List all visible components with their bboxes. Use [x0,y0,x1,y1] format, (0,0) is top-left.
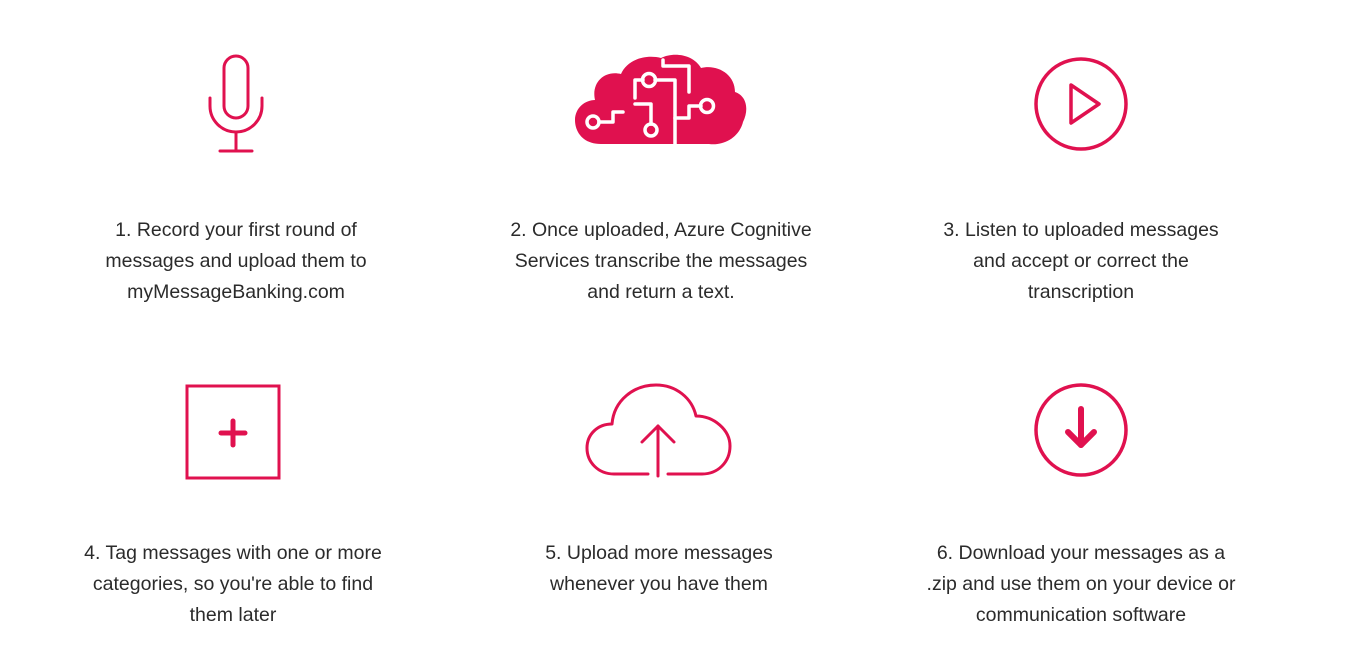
download-circle-icon [1034,383,1128,477]
step-6-icon-wrap [881,382,1281,478]
step-1-icon-wrap [36,52,436,156]
brain-circuit-icon [575,54,747,148]
step-2-icon-wrap [461,52,861,156]
step-5-text: 5. Upload more messages whenever you hav… [545,542,773,595]
step-3-text: 3. Listen to uploaded messages and accep… [943,219,1219,303]
microphone-icon [208,54,264,153]
cloud-upload-icon [585,383,732,478]
add-tag-icon [185,384,281,480]
play-circle-icon [1034,57,1128,151]
step-1-text: 1. Record your first round of messages a… [105,219,367,303]
step-2-text: 2. Once uploaded, Azure Cognitive Servic… [510,219,812,303]
step-6-text: 6. Download your messages as a .zip and … [926,542,1236,626]
step-4-icon-wrap [33,384,433,480]
step-4-text: 4. Tag messages with one or more categor… [84,542,382,626]
step-5-icon-wrap [459,382,859,478]
step-3-icon-wrap [881,56,1281,152]
